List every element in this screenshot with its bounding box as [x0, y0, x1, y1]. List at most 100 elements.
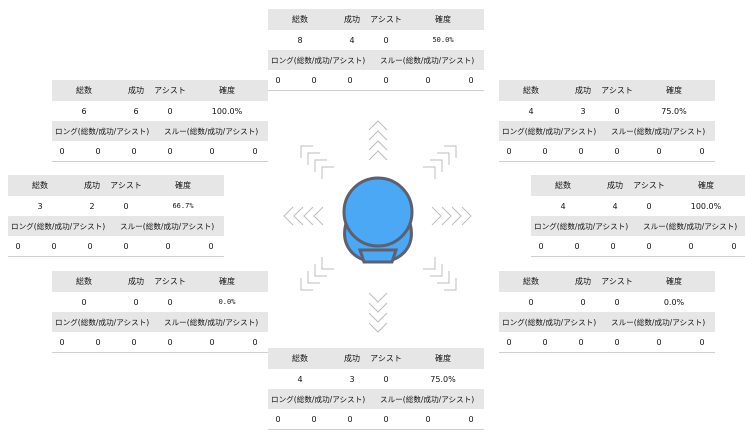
accuracy-value: 100.0% — [690, 201, 722, 211]
long-success: 0 — [542, 146, 548, 156]
through-assist: 0 — [731, 241, 737, 251]
long-success: 0 — [311, 75, 317, 85]
total-value: 6 — [81, 106, 87, 116]
accuracy-value: 75.0% — [430, 374, 456, 384]
assist-header: アシスト — [601, 277, 633, 286]
through-assist: 0 — [252, 337, 258, 347]
through-label: スルー(総数/成功/アシスト) — [164, 126, 259, 136]
success-value: 2 — [89, 201, 95, 211]
panel-header: 総数 成功 アシスト 確度 — [52, 271, 268, 292]
panel-values: 6 6 0 100.0% — [52, 101, 268, 121]
success-value: 0 — [580, 297, 586, 307]
long-label: ロング(総数/成功/アシスト) — [502, 126, 597, 136]
accuracy-value: 0.0% — [663, 297, 685, 307]
long-assist: 0 — [347, 75, 353, 85]
total-header: 総数 — [76, 277, 92, 286]
accuracy-header: 確度 — [219, 277, 235, 286]
through-success: 0 — [656, 337, 662, 347]
long-success: 0 — [51, 241, 57, 251]
through-label: スルー(総数/成功/アシスト) — [164, 317, 259, 327]
long-total: 0 — [275, 414, 281, 424]
success-value: 3 — [580, 106, 586, 116]
total-value: 4 — [560, 201, 566, 211]
long-label: ロング(総数/成功/アシスト) — [502, 317, 597, 327]
through-assist: 0 — [252, 146, 258, 156]
long-success: 0 — [542, 337, 548, 347]
stats-panel-lower-left: 総数 成功 アシスト 確度 0 0 0 0.0% ロング(総数/成功/アシスト)… — [52, 271, 268, 353]
long-assist: 0 — [131, 337, 137, 347]
total-header: 総数 — [76, 86, 92, 95]
panel-subheader: ロング(総数/成功/アシスト) スルー(総数/成功/アシスト) — [268, 50, 484, 70]
long-success: 0 — [95, 337, 101, 347]
accuracy-header: 確度 — [175, 181, 191, 190]
total-value: 0 — [528, 297, 534, 307]
panel-subheader: ロング(総数/成功/アシスト) スルー(総数/成功/アシスト) — [8, 216, 224, 236]
accuracy-value: 0.0% — [218, 298, 236, 306]
through-total: 0 — [383, 75, 389, 85]
panel-values: 4 3 0 75.0% — [268, 369, 484, 389]
stats-panel-upper-right: 総数 成功 アシスト 確度 4 3 0 75.0% ロング(総数/成功/アシスト… — [499, 80, 715, 162]
panel-values: 8 4 0 50.0% — [268, 30, 484, 50]
long-label: ロング(総数/成功/アシスト) — [271, 394, 366, 404]
assist-value: 0 — [167, 297, 173, 307]
success-header: 成功 — [575, 277, 591, 286]
long-assist: 0 — [610, 241, 616, 251]
through-label: スルー(総数/成功/アシスト) — [643, 221, 738, 231]
through-assist: 0 — [208, 241, 214, 251]
panel-header: 総数 成功 アシスト 確度 — [268, 348, 484, 369]
through-success: 0 — [425, 75, 431, 85]
long-assist: 0 — [87, 241, 93, 251]
panel-header: 総数 成功 アシスト 確度 — [52, 80, 268, 101]
stats-panel-mid-left: 総数 成功 アシスト 確度 3 2 0 66.7% ロング(総数/成功/アシスト… — [8, 175, 224, 257]
long-label: ロング(総数/成功/アシスト) — [534, 221, 629, 231]
accuracy-value: 75.0% — [661, 106, 687, 116]
assist-value: 0 — [614, 106, 620, 116]
panel-subheader: ロング(総数/成功/アシスト) スルー(総数/成功/アシスト) — [499, 121, 715, 141]
assist-value: 0 — [167, 106, 173, 116]
panel-values: 4 4 0 100.0% — [531, 196, 745, 216]
long-assist: 0 — [347, 414, 353, 424]
arrow-left-icon — [283, 206, 324, 226]
success-header: 成功 — [607, 181, 623, 190]
total-header: 総数 — [523, 277, 539, 286]
assist-header: アシスト — [154, 277, 186, 286]
panel-subheader: ロング(総数/成功/アシスト) スルー(総数/成功/アシスト) — [531, 216, 745, 236]
total-value: 4 — [297, 374, 303, 384]
total-header: 総数 — [292, 15, 308, 24]
total-header: 総数 — [292, 354, 308, 363]
through-success: 0 — [688, 241, 694, 251]
success-value: 4 — [612, 201, 618, 211]
accuracy-header: 確度 — [219, 86, 235, 95]
panel-sub-values: 0 0 0 0 0 0 — [8, 236, 224, 257]
long-label: ロング(総数/成功/アシスト) — [55, 317, 150, 327]
through-total: 0 — [123, 241, 129, 251]
through-total: 0 — [614, 337, 620, 347]
through-total: 0 — [383, 414, 389, 424]
assist-value: 0 — [383, 35, 389, 45]
arrow-right-icon — [431, 206, 472, 226]
success-header: 成功 — [84, 181, 100, 190]
arrow-up-right-icon — [423, 145, 457, 179]
through-label: スルー(総数/成功/アシスト) — [120, 221, 215, 231]
assist-header: アシスト — [154, 86, 186, 95]
total-value: 4 — [528, 106, 534, 116]
accuracy-value: 50.0% — [432, 36, 454, 44]
assist-header: アシスト — [633, 181, 665, 190]
panel-header: 総数 成功 アシスト 確度 — [8, 175, 224, 196]
success-value: 6 — [133, 106, 139, 116]
long-assist: 0 — [578, 146, 584, 156]
long-label: ロング(総数/成功/アシスト) — [271, 55, 366, 65]
through-success: 0 — [209, 337, 215, 347]
success-value: 0 — [133, 297, 139, 307]
through-total: 0 — [646, 241, 652, 251]
long-total: 0 — [15, 241, 21, 251]
through-assist: 0 — [468, 414, 474, 424]
stats-panel-upper-left: 総数 成功 アシスト 確度 6 6 0 100.0% ロング(総数/成功/アシス… — [52, 80, 268, 162]
long-label: ロング(総数/成功/アシスト) — [55, 126, 150, 136]
panel-sub-values: 0 0 0 0 0 0 — [531, 236, 745, 257]
panel-header: 総数 成功 アシスト 確度 — [531, 175, 745, 196]
through-label: スルー(総数/成功/アシスト) — [380, 394, 475, 404]
accuracy-value: 66.7% — [172, 202, 194, 210]
success-header: 成功 — [128, 277, 144, 286]
through-assist: 0 — [699, 146, 705, 156]
